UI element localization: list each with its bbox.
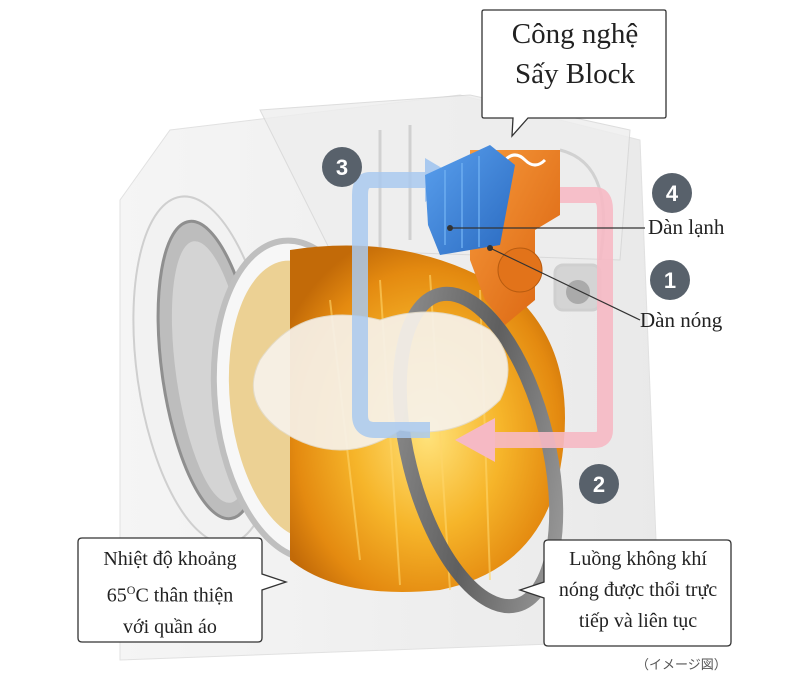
right-callout-bubble xyxy=(517,539,732,647)
right-callout-line1: Luồng không khí xyxy=(569,548,707,570)
top-callout-bubble xyxy=(481,9,667,138)
cool-airflow-path xyxy=(352,172,430,438)
top-callout-line2: Sấy Block xyxy=(514,58,636,90)
svg-text:1: 1 xyxy=(664,268,676,293)
left-callout-bubble xyxy=(77,537,289,643)
step-badge-1: 1 xyxy=(650,260,690,300)
cold-coil-label: Dàn lạnh xyxy=(648,215,725,239)
step-badge-3: 3 xyxy=(322,147,362,187)
cold-coil-leader-dot xyxy=(447,225,453,231)
left-callout: Nhiệt độ khoảng 65OC thân thiện với quần… xyxy=(80,544,260,643)
right-callout-line2: nóng được thổi trực xyxy=(558,579,718,601)
top-callout: Công nghệ Sấy Block xyxy=(484,14,666,94)
clothes xyxy=(252,311,509,451)
left-callout-line1: Nhiệt độ khoảng xyxy=(103,548,237,570)
step-badge-2: 2 xyxy=(579,464,619,504)
hot-airflow-arrowhead xyxy=(455,418,495,462)
right-callout-line3: tiếp và liên tục xyxy=(578,610,698,632)
hot-airflow-path xyxy=(490,187,613,448)
svg-text:3: 3 xyxy=(336,155,348,180)
svg-text:4: 4 xyxy=(666,181,679,206)
hot-coil-leader-dot xyxy=(487,245,493,251)
left-callout-line2: 65OC thân thiện xyxy=(106,583,234,607)
top-callout-line1: Công nghệ xyxy=(511,18,639,50)
internal-parts xyxy=(378,125,606,312)
svg-text:2: 2 xyxy=(593,472,605,497)
right-callout: Luồng không khí nóng được thổi trực tiếp… xyxy=(546,544,730,637)
step-badge-4: 4 xyxy=(652,173,692,213)
hot-coil-leader xyxy=(489,247,641,321)
image-caption: （イメージ図） xyxy=(636,657,727,672)
left-callout-line3: với quần áo xyxy=(123,615,217,638)
hot-coil-label: Dàn nóng xyxy=(640,308,723,332)
